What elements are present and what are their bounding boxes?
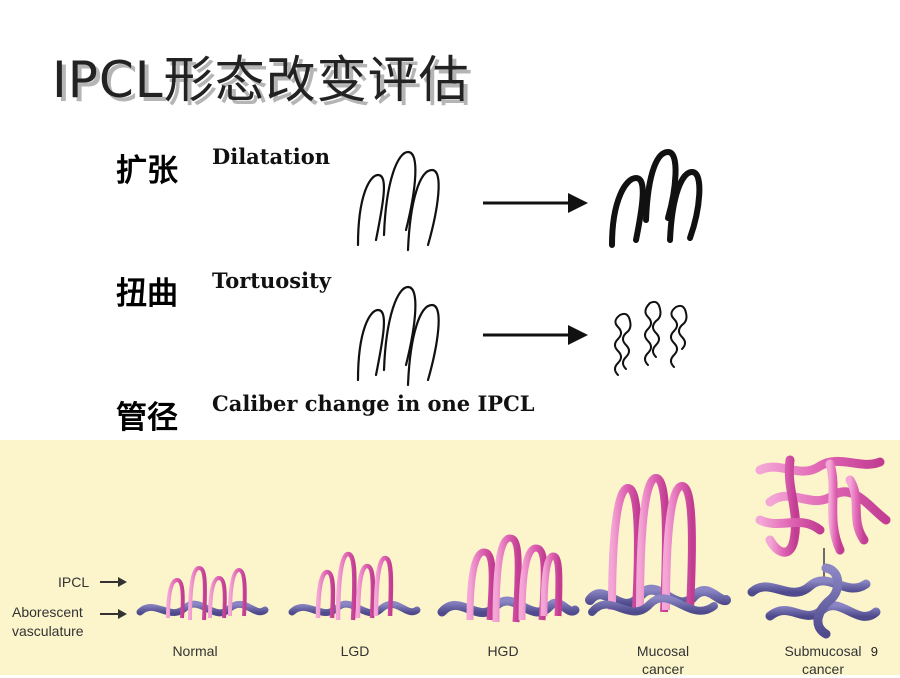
row-caliber-cn: 管径 <box>116 400 178 436</box>
stage-label-lgd: LGD <box>340 643 370 659</box>
slide-title-chinese: 形态改变评估 <box>163 51 470 109</box>
row-tortuosity-cn: 扭曲 <box>116 276 178 312</box>
row-caliber-en: Caliber change in one IPCL <box>212 391 535 416</box>
aborescent-pointer-arrow <box>100 609 127 619</box>
stage-label-normal: Normal <box>172 643 218 659</box>
page-number: 9 <box>870 644 878 659</box>
mucosal-cancer-stage-figure <box>585 473 731 616</box>
tortuosity-illustration <box>356 285 688 387</box>
arrow-icon <box>483 193 588 213</box>
row-tortuosity-en: Tortuosity <box>212 268 331 293</box>
aborescent-label: Aborescent vasculature <box>12 604 84 639</box>
ipcl-progression-diagram <box>100 455 891 639</box>
row-dilatation-cn: 扩张 <box>116 153 178 189</box>
dilatation-illustration <box>356 148 703 252</box>
stage-label-mucosal-cancer: Mucosal cancer <box>636 643 690 677</box>
submucosal-cancer-stage-figure <box>747 455 891 639</box>
ipcl-label: IPCL <box>58 574 90 590</box>
normal-stage-figure <box>136 565 269 621</box>
ipcl-progression-panel: IPCL Aborescent vasculature Normal LGD H… <box>0 440 900 677</box>
arrow-icon <box>483 325 588 345</box>
lgd-stage-figure <box>288 551 421 621</box>
hgd-stage-figure <box>437 534 580 623</box>
slide-title: IPCL形态改变评估 <box>52 40 470 112</box>
stage-label-hgd: HGD <box>487 643 519 659</box>
ipcl-pointer-arrow <box>100 577 127 587</box>
row-dilatation-en: Dilatation <box>212 144 331 169</box>
slide-title-latin: IPCL <box>52 51 164 109</box>
stage-label-submucosal-cancer: Submucosal cancer <box>784 643 862 677</box>
